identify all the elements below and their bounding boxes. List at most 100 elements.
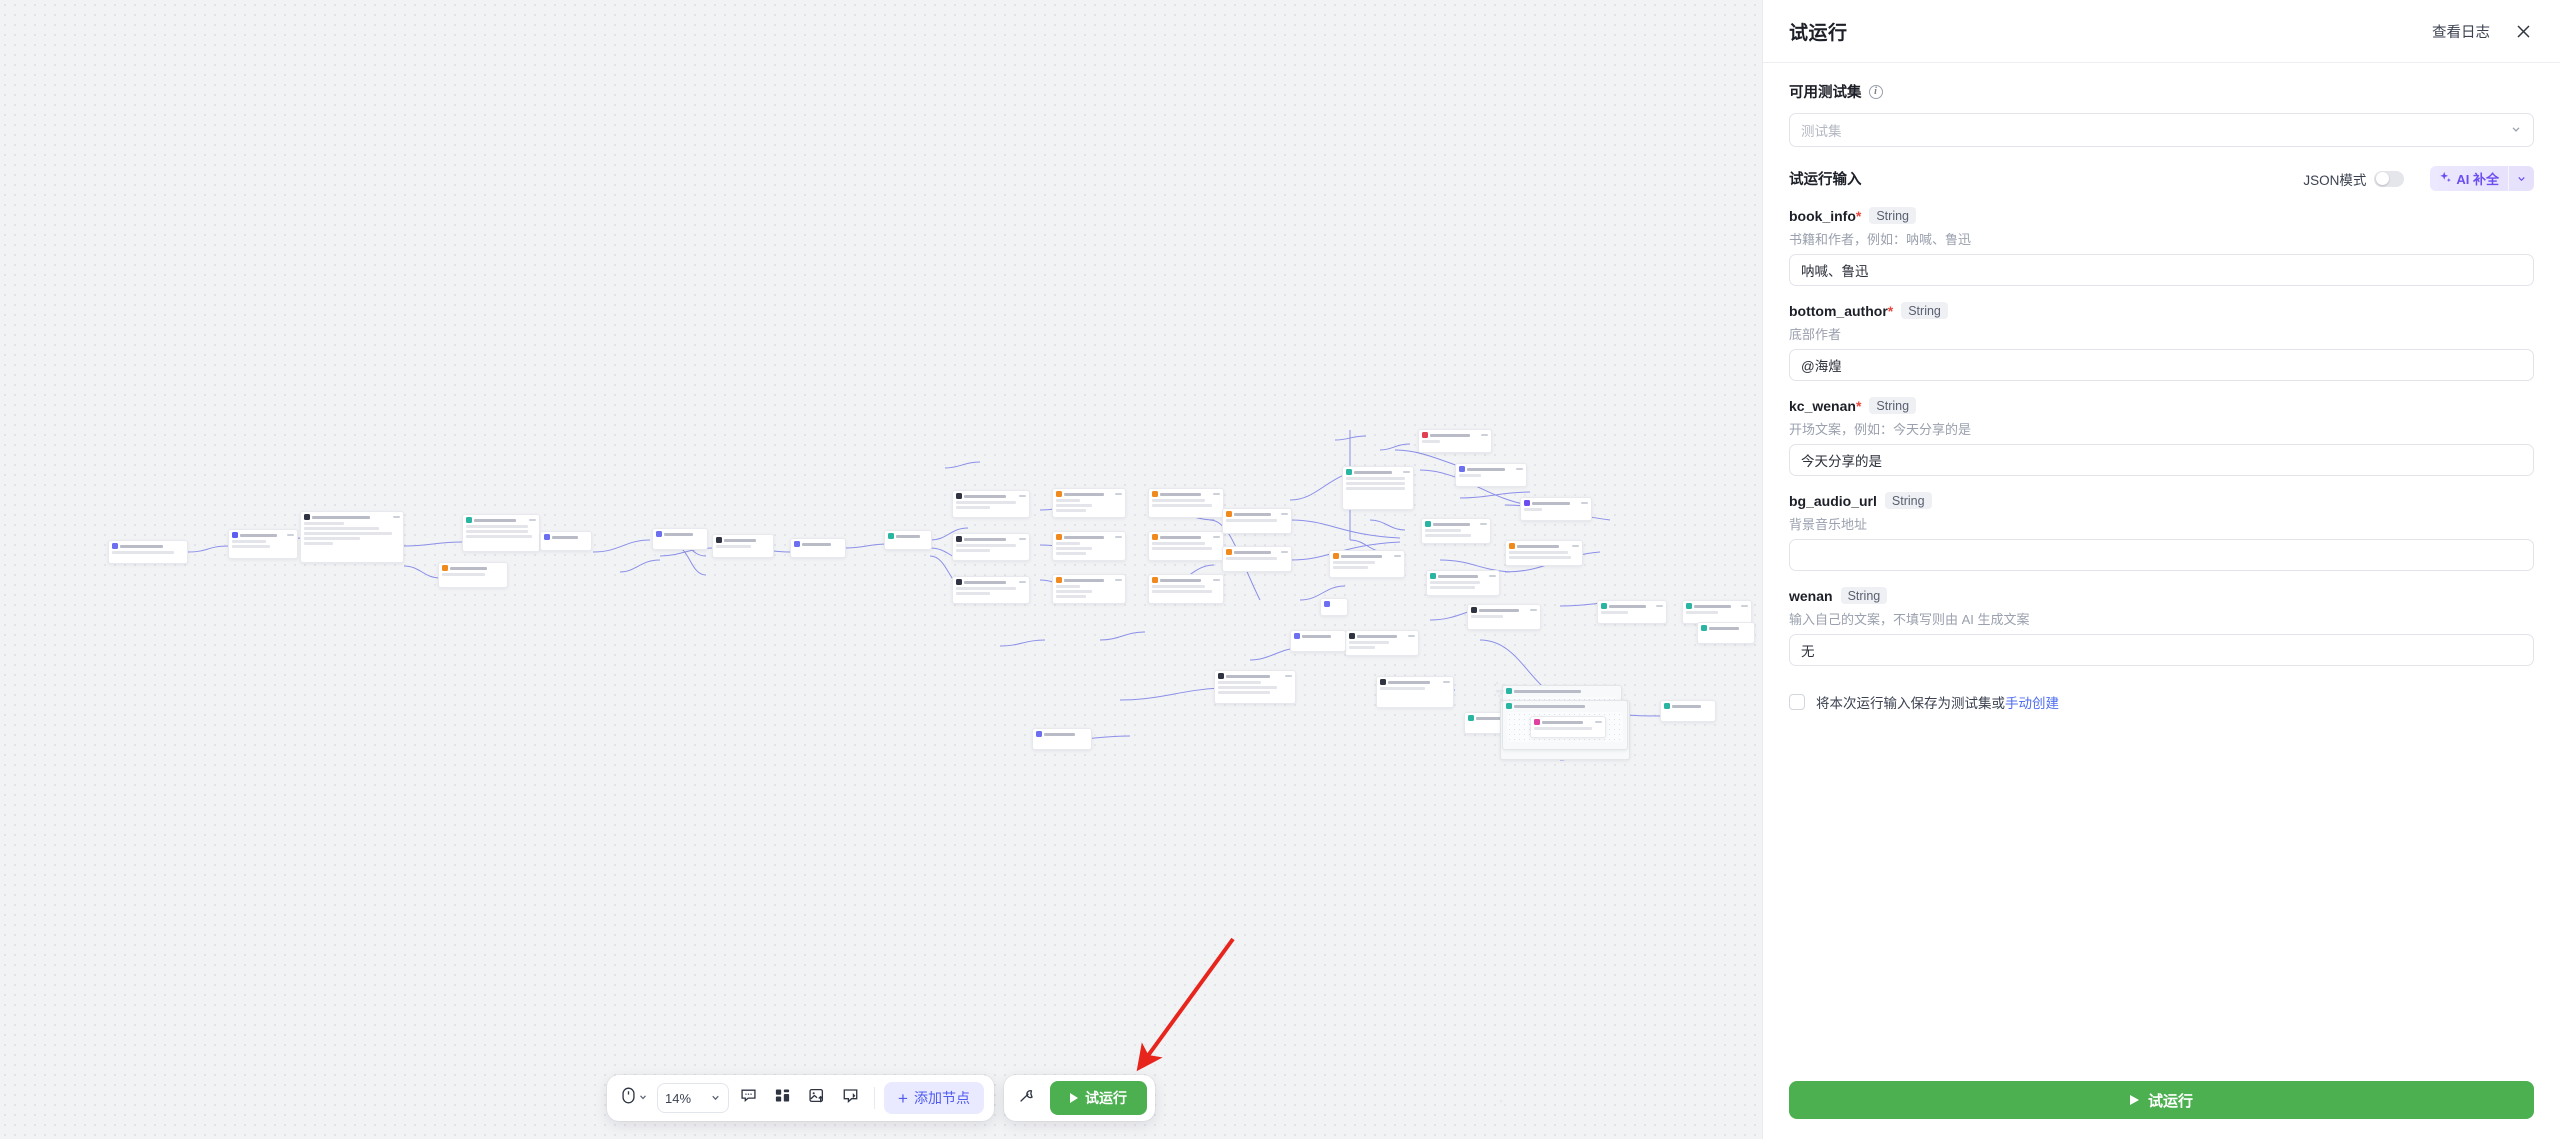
workflow-node[interactable] (1052, 531, 1126, 561)
workflow-node[interactable] (1682, 600, 1752, 624)
field-type-badge: String (1869, 207, 1916, 224)
field-type-badge: String (1840, 587, 1888, 604)
workflow-node[interactable] (1455, 463, 1527, 487)
workflow-node[interactable] (1222, 508, 1292, 534)
panel-header-actions: 查看日志 (2432, 20, 2534, 42)
run-workflow-button[interactable]: 试运行 (1049, 1081, 1147, 1115)
workflow-node[interactable] (1148, 574, 1224, 604)
chevron-down-icon[interactable] (2508, 166, 2534, 191)
workflow-node[interactable] (1148, 488, 1224, 518)
settings-wrench-button[interactable] (1012, 1083, 1042, 1113)
field-description: 背景音乐地址 (1789, 517, 1868, 532)
workflow-node[interactable] (1467, 604, 1541, 630)
add-node-button[interactable]: + 添加节点 (884, 1082, 984, 1114)
workflow-node[interactable] (438, 562, 508, 588)
manual-create-link[interactable]: 手动创建 (2005, 696, 2059, 711)
workflow-node[interactable] (652, 528, 708, 550)
ai-complete-label-wrap: AI 补全 (2430, 169, 2508, 188)
workflow-node[interactable] (712, 534, 774, 558)
workflow-node[interactable] (884, 530, 932, 550)
zoom-level-select[interactable]: 14% (657, 1083, 730, 1113)
field-input[interactable] (1789, 539, 2534, 571)
workflow-node[interactable] (1530, 716, 1606, 738)
workflow-group-node-detached[interactable] (1498, 695, 1500, 697)
workflow-node[interactable] (1505, 540, 1583, 566)
json-mode-toggle[interactable] (2374, 170, 2405, 187)
panel-run-button[interactable]: 试运行 (1789, 1081, 2534, 1119)
close-icon[interactable] (2512, 20, 2534, 42)
workflow-node[interactable] (1597, 600, 1667, 624)
workflow-node[interactable] (790, 538, 846, 558)
cursor-mode-button[interactable] (617, 1083, 651, 1113)
view-logs-link[interactable]: 查看日志 (2432, 24, 2490, 41)
image-upload-button[interactable] (801, 1083, 831, 1113)
workflow-node[interactable] (300, 511, 404, 563)
workflow-node[interactable] (1052, 488, 1126, 518)
comment-icon (740, 1087, 757, 1109)
workflow-node[interactable] (1329, 550, 1405, 578)
workflow-node[interactable] (1052, 574, 1126, 604)
workflow-node[interactable] (1214, 670, 1296, 704)
field-name: book_info* (1789, 207, 1862, 224)
field-input[interactable]: @海煌 (1789, 349, 2534, 381)
input-field: wenan String 输入自己的文案，不填写则由 AI 生成文案 无 (1789, 587, 2534, 666)
sticky-note-button[interactable] (835, 1083, 865, 1113)
workflow-node[interactable] (952, 533, 1030, 561)
workflow-group-node[interactable] (1496, 682, 1498, 684)
workflow-group-node[interactable] (1500, 693, 1502, 695)
field-description: 开场文案，例如：今天分享的是 (1789, 422, 1972, 437)
inputs-label-text: 试运行输入 (1789, 172, 1862, 188)
field-type-badge: String (1901, 302, 1948, 319)
workflow-group-bottom-island[interactable] (1498, 690, 1500, 692)
workflow-node[interactable] (952, 576, 1030, 604)
workflow-node[interactable] (952, 490, 1030, 518)
workflow-node[interactable] (1426, 570, 1500, 596)
workflow-node[interactable] (1421, 518, 1491, 544)
field-header: wenan String (1789, 587, 2534, 604)
ai-complete-button[interactable]: AI 补全 (2430, 166, 2534, 191)
comment-button[interactable] (733, 1083, 763, 1113)
workflow-group-node[interactable] (1500, 1100, 1502, 1102)
inputs-section-header: 试运行输入 JSON模式 (1789, 166, 2534, 191)
workflow-island-group[interactable] (1502, 700, 1628, 750)
testset-select[interactable]: 测试集 (1789, 113, 2534, 147)
workflow-node[interactable] (540, 531, 592, 551)
field-type-badge: String (1884, 492, 1932, 509)
workflow-node[interactable] (108, 540, 188, 564)
zoom-level-value: 14% (665, 1090, 692, 1106)
workflow-node[interactable] (1342, 466, 1414, 510)
save-as-testset-row: 将本次运行输入保存为测试集或手动创建 (1789, 692, 2534, 712)
workflow-node[interactable] (1222, 546, 1292, 572)
workflow-group-node-bottom[interactable] (1502, 690, 1504, 692)
play-icon (2129, 1095, 2139, 1105)
workflow-node[interactable] (1520, 497, 1592, 521)
workflow-group-node[interactable] (1502, 684, 1504, 686)
workflow-canvas[interactable]: 14% (0, 0, 1762, 1139)
workflow-group-node-final[interactable] (1500, 698, 1502, 700)
workflow-node[interactable] (1697, 622, 1755, 644)
workflow-node[interactable] (1320, 598, 1348, 616)
field-input[interactable]: 呐喊、鲁迅 (1789, 254, 2534, 286)
field-input[interactable]: 无 (1789, 634, 2534, 666)
info-circle-icon[interactable]: i (1868, 84, 1883, 99)
red-annotation-arrow (1136, 937, 1235, 1072)
workflow-node[interactable] (228, 529, 298, 559)
toolbar-divider (874, 1087, 876, 1109)
workflow-node[interactable] (1148, 531, 1224, 561)
workflow-node[interactable] (462, 514, 540, 552)
workflow-node[interactable] (1418, 429, 1492, 453)
workflow-node[interactable] (1290, 630, 1346, 652)
chevron-down-icon (638, 1089, 648, 1107)
workflow-node[interactable] (1376, 676, 1454, 708)
toolbar-main-group: 14% (607, 1075, 994, 1121)
field-header: book_info* String (1789, 207, 2534, 224)
workflow-group-node[interactable] (1500, 700, 1502, 702)
save-testset-checkbox[interactable] (1789, 694, 1805, 710)
canvas-bottom-toolbar: 14% (0, 1075, 1762, 1121)
template-library-button[interactable] (767, 1083, 797, 1113)
workflow-node[interactable] (1660, 700, 1716, 722)
workflow-node[interactable] (1345, 630, 1419, 656)
workflow-node[interactable] (1032, 728, 1092, 750)
plus-icon: + (898, 1088, 908, 1108)
field-input[interactable]: 今天分享的是 (1789, 444, 2534, 476)
